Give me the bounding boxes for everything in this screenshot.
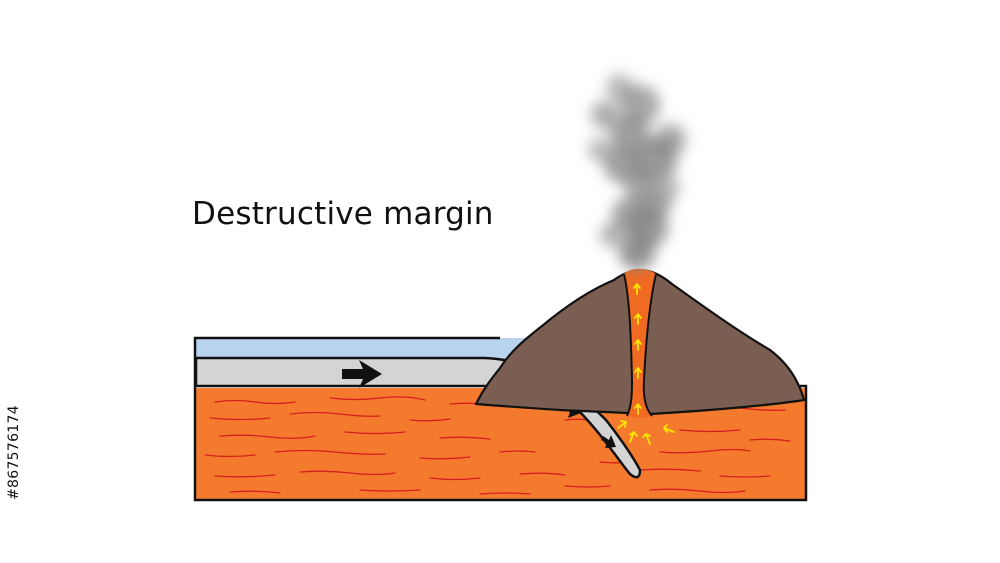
diagram-title: Destructive margin — [192, 196, 494, 232]
plate-movement-arrow-small — [601, 435, 616, 448]
block-outline — [193, 336, 808, 502]
magma-arrow — [663, 424, 675, 433]
magma-arrow — [634, 339, 642, 351]
rising-magma-arrows — [617, 283, 675, 445]
magma-arrow — [629, 431, 638, 443]
magma-arrow — [634, 313, 642, 325]
stock-id-label: #867576174 — [6, 405, 22, 500]
magma-arrow — [617, 420, 627, 429]
ocean-water — [196, 338, 536, 360]
magma-arrow — [634, 367, 642, 379]
plate-movement-arrow-large — [342, 360, 382, 388]
magma-arrow — [634, 403, 642, 415]
magma-conduit-wall-right — [642, 273, 657, 417]
magma-arrow — [642, 433, 651, 445]
smoke-plume — [588, 74, 686, 270]
magma-arrow — [633, 283, 641, 295]
magma-conduit-wall-left — [623, 273, 634, 417]
